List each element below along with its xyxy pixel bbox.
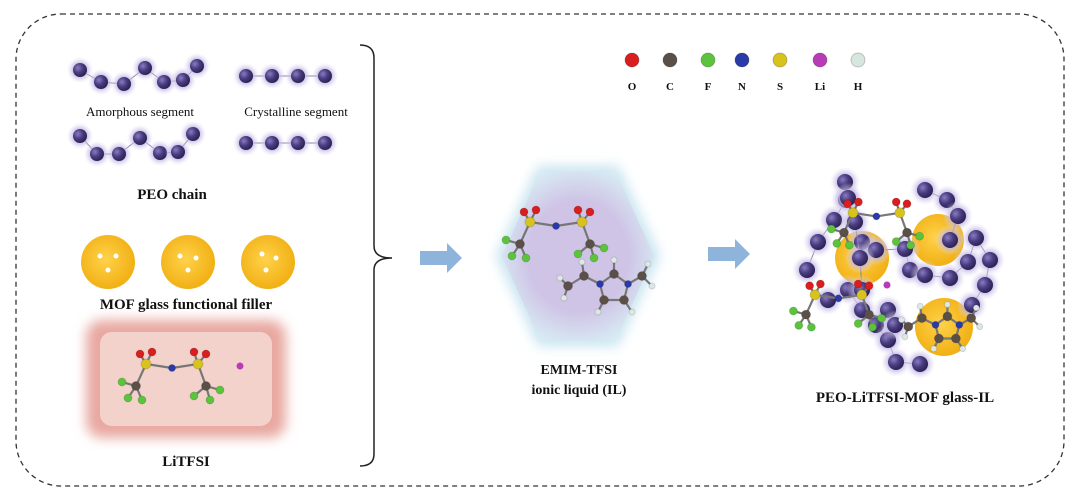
arrow-right-icon [708, 239, 750, 269]
element-legend: O C F N S Li H [624, 52, 866, 93]
legend-item: Li [812, 52, 828, 93]
peo-bead [110, 70, 138, 98]
peo-bead [974, 244, 1006, 276]
atom-swatch [772, 52, 788, 68]
atom-swatch [662, 52, 678, 68]
legend-label: O [628, 81, 637, 93]
crystalline-segment-label: Crystalline segment [244, 104, 348, 119]
legend-label: S [777, 81, 783, 93]
legend-item: O [624, 52, 640, 93]
legend-item: H [850, 52, 866, 93]
mof-particle [161, 235, 215, 289]
peo-bead [311, 129, 339, 157]
peo-bead [284, 129, 312, 157]
peo-bead [232, 129, 260, 157]
peo-bead [258, 129, 286, 157]
litfsi-box [86, 320, 286, 438]
arrow-right-icon [420, 243, 462, 273]
ionic-liquid-label: ionic liquid (IL) [532, 383, 627, 398]
product-label: PEO-LiTFSI-MOF glass-IL [816, 390, 994, 406]
emim-tfsi-label: EMIM-TFSI [541, 363, 618, 378]
peo-bead [791, 254, 823, 286]
legend-label: F [705, 81, 712, 93]
peo-chains [66, 52, 339, 168]
mof-fillers [81, 235, 295, 289]
lithium-ion [883, 281, 891, 289]
emim-tfsi-molecules [501, 205, 656, 316]
peo-bead [131, 54, 159, 82]
peo-bead [880, 346, 912, 378]
legend-label: N [738, 81, 746, 93]
atom-swatch [700, 52, 716, 68]
peo-bead [126, 124, 154, 152]
peo-bead [232, 62, 260, 90]
peo-bead [179, 120, 207, 148]
atom-swatch [624, 52, 640, 68]
legend-item: F [700, 52, 716, 93]
atom-swatch [850, 52, 866, 68]
composite-electrolyte [788, 166, 1006, 380]
peo-bead [284, 62, 312, 90]
litfsi-label: LiTFSI [162, 454, 210, 470]
peo-bead [66, 122, 94, 150]
peo-bead [105, 140, 133, 168]
tfsi-molecule [117, 347, 225, 405]
peo-bead [802, 226, 834, 258]
legend-item: N [734, 52, 750, 93]
amorphous-segment-label: Amorphous segment [86, 104, 194, 119]
peo-bead [952, 246, 984, 278]
peo-bead [83, 140, 111, 168]
grouping-bracket [359, 44, 393, 467]
atom-swatch [734, 52, 750, 68]
legend-item: C [662, 52, 678, 93]
peo-bead [942, 200, 974, 232]
atom-swatch [812, 52, 828, 68]
peo-bead [960, 222, 992, 254]
peo-bead [258, 62, 286, 90]
peo-bead [183, 52, 211, 80]
peo-chain-label: PEO chain [137, 187, 207, 203]
peo-bead [904, 348, 936, 380]
legend-label: C [666, 81, 674, 93]
lithium-ion [236, 362, 244, 370]
peo-bead [311, 62, 339, 90]
dashed-frame [15, 13, 1065, 487]
peo-bead [934, 224, 966, 256]
peo-bead [844, 242, 876, 274]
ionic-liquid-hexagon [496, 166, 660, 346]
peo-bead [909, 259, 941, 291]
legend-label: H [854, 81, 863, 93]
peo-bead [66, 56, 94, 84]
mof-filler-label: MOF glass functional filler [100, 297, 273, 313]
legend-item: S [772, 52, 788, 93]
peo-bead [87, 68, 115, 96]
peo-bead [164, 138, 192, 166]
mof-particle [81, 235, 135, 289]
legend-label: Li [815, 81, 825, 93]
mof-particle [241, 235, 295, 289]
